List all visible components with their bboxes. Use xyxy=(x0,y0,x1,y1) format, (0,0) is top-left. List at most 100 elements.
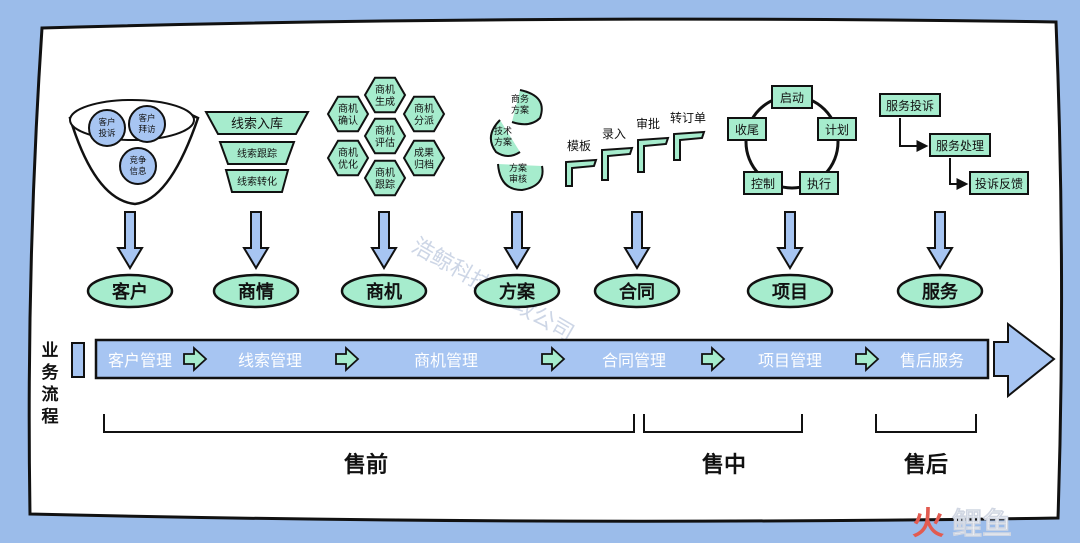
hex-3 xyxy=(363,117,407,155)
cycle-2a: 方案 xyxy=(509,162,527,174)
hex-6 xyxy=(363,159,407,197)
hex-label: 商机 xyxy=(414,102,434,115)
node-4: 收尾 xyxy=(735,123,759,137)
stage-label: 客户 xyxy=(112,281,148,303)
flow-1: 服务处理 xyxy=(936,138,984,153)
contract-steps: 模板 录入 审批 转订单 xyxy=(565,110,706,187)
svg-text:客户拜访: 客户拜访 xyxy=(138,113,156,135)
process-marker xyxy=(71,342,85,378)
phase-brackets: 售前 售中 售后 xyxy=(103,414,977,478)
hex-label: 归档 xyxy=(414,158,434,171)
step-1: 录入 xyxy=(602,127,626,141)
down-arrow xyxy=(116,211,144,270)
flow-0: 服务投诉 xyxy=(886,98,934,113)
solution-cycle: 商务方案 技术方案 方案审核 xyxy=(489,89,544,192)
cycle-1b: 方案 xyxy=(494,136,512,148)
node-0: 启动 xyxy=(780,91,804,105)
process-item: 线索管理 xyxy=(238,351,302,370)
process-item: 客户管理 xyxy=(108,351,172,370)
cycle-2b: 审核 xyxy=(509,173,527,185)
hex-label: 商机 xyxy=(338,146,358,159)
down-arrow xyxy=(623,211,651,270)
big-arrow xyxy=(993,321,1056,399)
stage-pill xyxy=(593,273,681,309)
step-0: 模板 xyxy=(567,139,591,153)
node-3: 控制 xyxy=(751,177,775,191)
step-3: 转订单 xyxy=(670,110,706,125)
phase-2: 售后 xyxy=(904,452,948,478)
process-arrow xyxy=(183,345,208,373)
svg-text:客户投诉: 客户投诉 xyxy=(98,117,116,139)
process-arrow xyxy=(541,345,566,373)
hex-label: 商机 xyxy=(375,166,395,179)
hex-label: 生成 xyxy=(375,95,395,108)
project-cycle: 启动 计划 执行 控制 收尾 xyxy=(727,85,857,195)
logo-mark: 火 xyxy=(912,504,944,542)
stage-label: 商情 xyxy=(238,281,274,303)
hex-label: 确认 xyxy=(338,114,358,127)
logo: 火 鲤鱼 xyxy=(912,504,1012,542)
hex-label: 成果 xyxy=(414,147,434,159)
phase-0: 售前 xyxy=(344,452,388,478)
hex-label: 商机 xyxy=(375,124,395,137)
flow-2: 投诉反馈 xyxy=(975,176,1023,191)
logo-text: 鲤鱼 xyxy=(952,507,1012,542)
lead-funnel: 线索入库 线索跟踪 线索转化 xyxy=(204,111,310,193)
customer-tag-2a: 竞争 xyxy=(129,155,147,166)
process-title: 业务流程 xyxy=(42,341,60,427)
stage-label: 商机 xyxy=(366,281,402,303)
cycle-0b: 方案 xyxy=(511,104,529,116)
funnel-2: 线索转化 xyxy=(237,175,277,188)
funnel-1: 线索跟踪 xyxy=(237,147,277,160)
stage-pill xyxy=(473,273,561,309)
svg-text:竞争信息: 竞争信息 xyxy=(129,155,147,177)
customer-tag-1b: 拜访 xyxy=(138,124,156,135)
process-item: 商机管理 xyxy=(414,351,478,370)
down-arrow xyxy=(926,211,954,270)
node-1: 计划 xyxy=(825,123,849,137)
process-item: 项目管理 xyxy=(758,351,822,370)
phase-1: 售中 xyxy=(702,452,746,478)
hex-label: 商机 xyxy=(338,102,358,115)
customer-tag-1a: 客户 xyxy=(138,113,155,124)
down-arrow xyxy=(242,211,270,270)
process-arrow xyxy=(855,345,880,373)
hex-1 xyxy=(326,95,370,133)
hex-label: 评估 xyxy=(375,136,395,149)
customer-tag-0b: 投诉 xyxy=(98,128,116,139)
customer-tag-2b: 信息 xyxy=(129,166,147,177)
svg-text:技术方案: 技术方案 xyxy=(494,125,512,148)
down-arrow xyxy=(776,211,804,270)
hex-2 xyxy=(402,95,446,133)
service-flow: 服务投诉 服务处理 投诉反馈 xyxy=(879,93,1029,195)
process-arrow xyxy=(701,345,726,373)
hex-4 xyxy=(326,139,370,177)
cycle-1a: 技术 xyxy=(494,125,512,137)
down-arrow xyxy=(503,211,531,270)
hex-label: 分派 xyxy=(414,115,434,127)
stage-label: 方案 xyxy=(499,281,536,303)
stage-pill xyxy=(212,273,300,309)
stage-pill xyxy=(340,273,428,309)
svg-text:方案审核: 方案审核 xyxy=(509,162,527,185)
cycle-0a: 商务 xyxy=(511,93,529,105)
node-2: 执行 xyxy=(807,177,831,191)
stage-label: 项目 xyxy=(772,282,808,303)
hex-label: 优化 xyxy=(338,158,358,171)
process-item: 合同管理 xyxy=(602,351,666,370)
stage-label: 服务 xyxy=(922,281,959,303)
process-band: 业务流程 客户管理 线索管理 商机管理 合同管理 项目管理 售后服务 xyxy=(42,321,1056,427)
step-2: 审批 xyxy=(636,116,660,131)
stage-pill xyxy=(746,273,834,309)
hex-label: 商机 xyxy=(375,83,395,96)
process-item: 售后服务 xyxy=(900,351,964,370)
hex-0 xyxy=(363,76,407,114)
down-arrow xyxy=(370,211,398,270)
customer-diagram: 客户投诉 客户拜访 竞争信息 xyxy=(68,99,200,206)
hex-5 xyxy=(402,139,446,177)
stage-pill xyxy=(896,273,984,309)
stage-label: 合同 xyxy=(619,281,655,303)
